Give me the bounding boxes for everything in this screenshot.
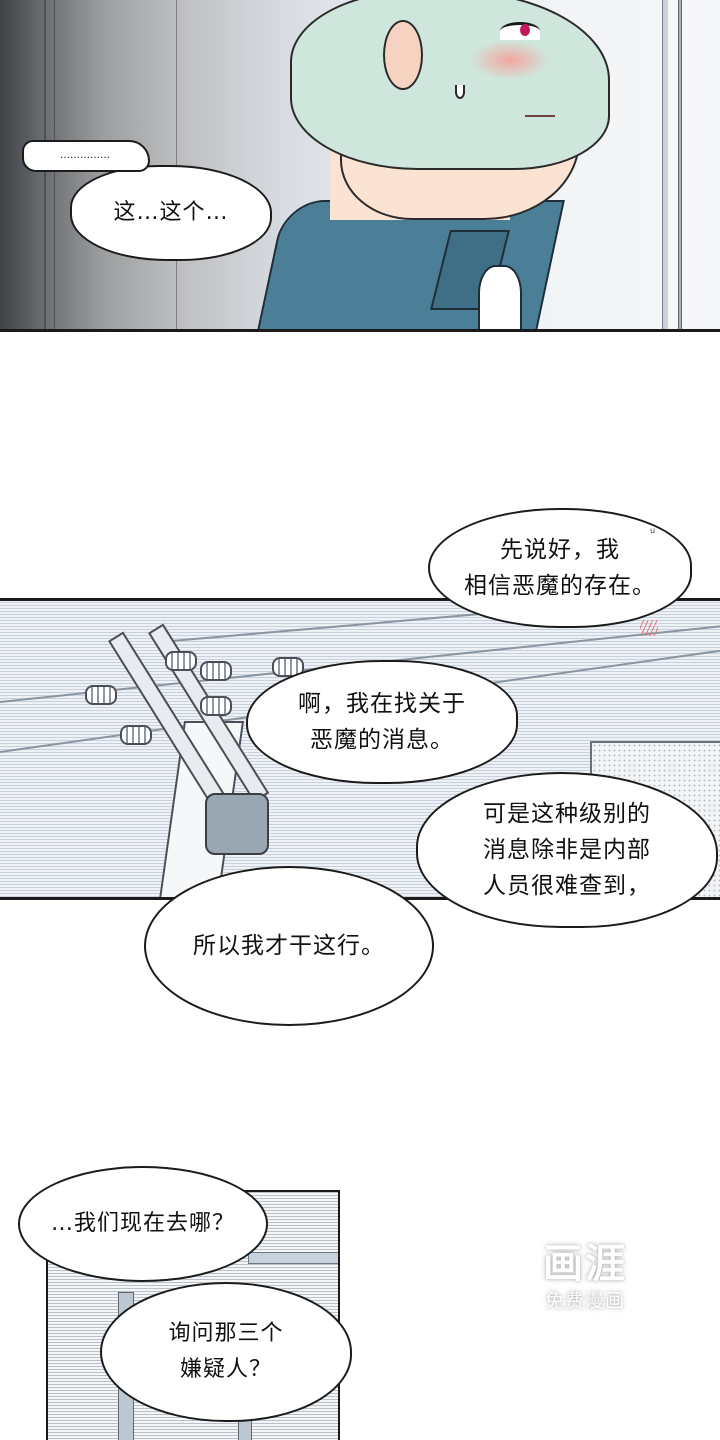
door-frame xyxy=(678,0,682,329)
blush-lines-icon xyxy=(640,620,658,636)
insulator-icon xyxy=(200,696,232,716)
bubble-line: 恶魔的消息。 xyxy=(310,727,454,753)
bubble-line: 啊，我在找关于 xyxy=(298,691,466,717)
insulator-icon xyxy=(200,661,232,681)
bubble-text: 这…这个… xyxy=(113,200,229,225)
bubble-line: 嫌疑人？ xyxy=(179,1357,272,1382)
watermark-subtitle: 免费漫画 xyxy=(544,1290,625,1312)
character-mouth xyxy=(525,115,555,117)
character-blush xyxy=(470,40,550,80)
speech-bubble-ellipsis: …………… xyxy=(22,140,150,172)
insulator-icon xyxy=(120,725,152,745)
speech-bubble-believe: 先说好，我 相信恶魔的存在。 xyxy=(428,508,692,628)
speech-bubble-level: 可是这种级别的 消息除非是内部 人员很难查到， xyxy=(416,772,718,928)
insulator-icon xyxy=(85,685,117,705)
sweat-drop-icon xyxy=(455,85,465,99)
watermark: 画涯 免费漫画 xyxy=(520,1240,650,1314)
speech-bubble-sothat: 所以我才干这行。 xyxy=(144,866,434,1026)
small-u-mark: u xyxy=(650,526,656,535)
bubble-text: 所以我才干这行。 xyxy=(193,933,385,959)
character-ear xyxy=(383,20,423,90)
bubble-line: 人员很难查到， xyxy=(483,873,651,899)
ceiling-beam xyxy=(248,1252,338,1264)
speech-bubble-this: 这…这个… xyxy=(70,165,272,261)
panel-corridor-character xyxy=(0,0,720,332)
bubble-line: 消息除非是内部 xyxy=(483,837,651,863)
watermark-logo: 画涯 xyxy=(543,1241,627,1287)
pole-transformer xyxy=(205,793,269,855)
bubble-line: 相信恶魔的存在。 xyxy=(464,573,656,599)
insulator-icon xyxy=(165,651,197,671)
speech-bubble-where: …我们现在去哪？ xyxy=(18,1166,268,1282)
bubble-text: …………… xyxy=(60,150,110,161)
character-iris xyxy=(520,24,530,36)
bubble-line: 询问那三个 xyxy=(168,1321,284,1346)
door-frame xyxy=(662,0,668,329)
speech-bubble-searching: 啊，我在找关于 恶魔的消息。 xyxy=(246,660,518,784)
speech-bubble-ask: 询问那三个 嫌疑人？ xyxy=(100,1282,352,1422)
character-tie xyxy=(478,265,522,329)
bubble-text: …我们现在去哪？ xyxy=(50,1211,235,1236)
bubble-line: 可是这种级别的 xyxy=(483,801,651,827)
bubble-line: 先说好，我 xyxy=(500,537,620,563)
character-hair xyxy=(290,0,610,170)
